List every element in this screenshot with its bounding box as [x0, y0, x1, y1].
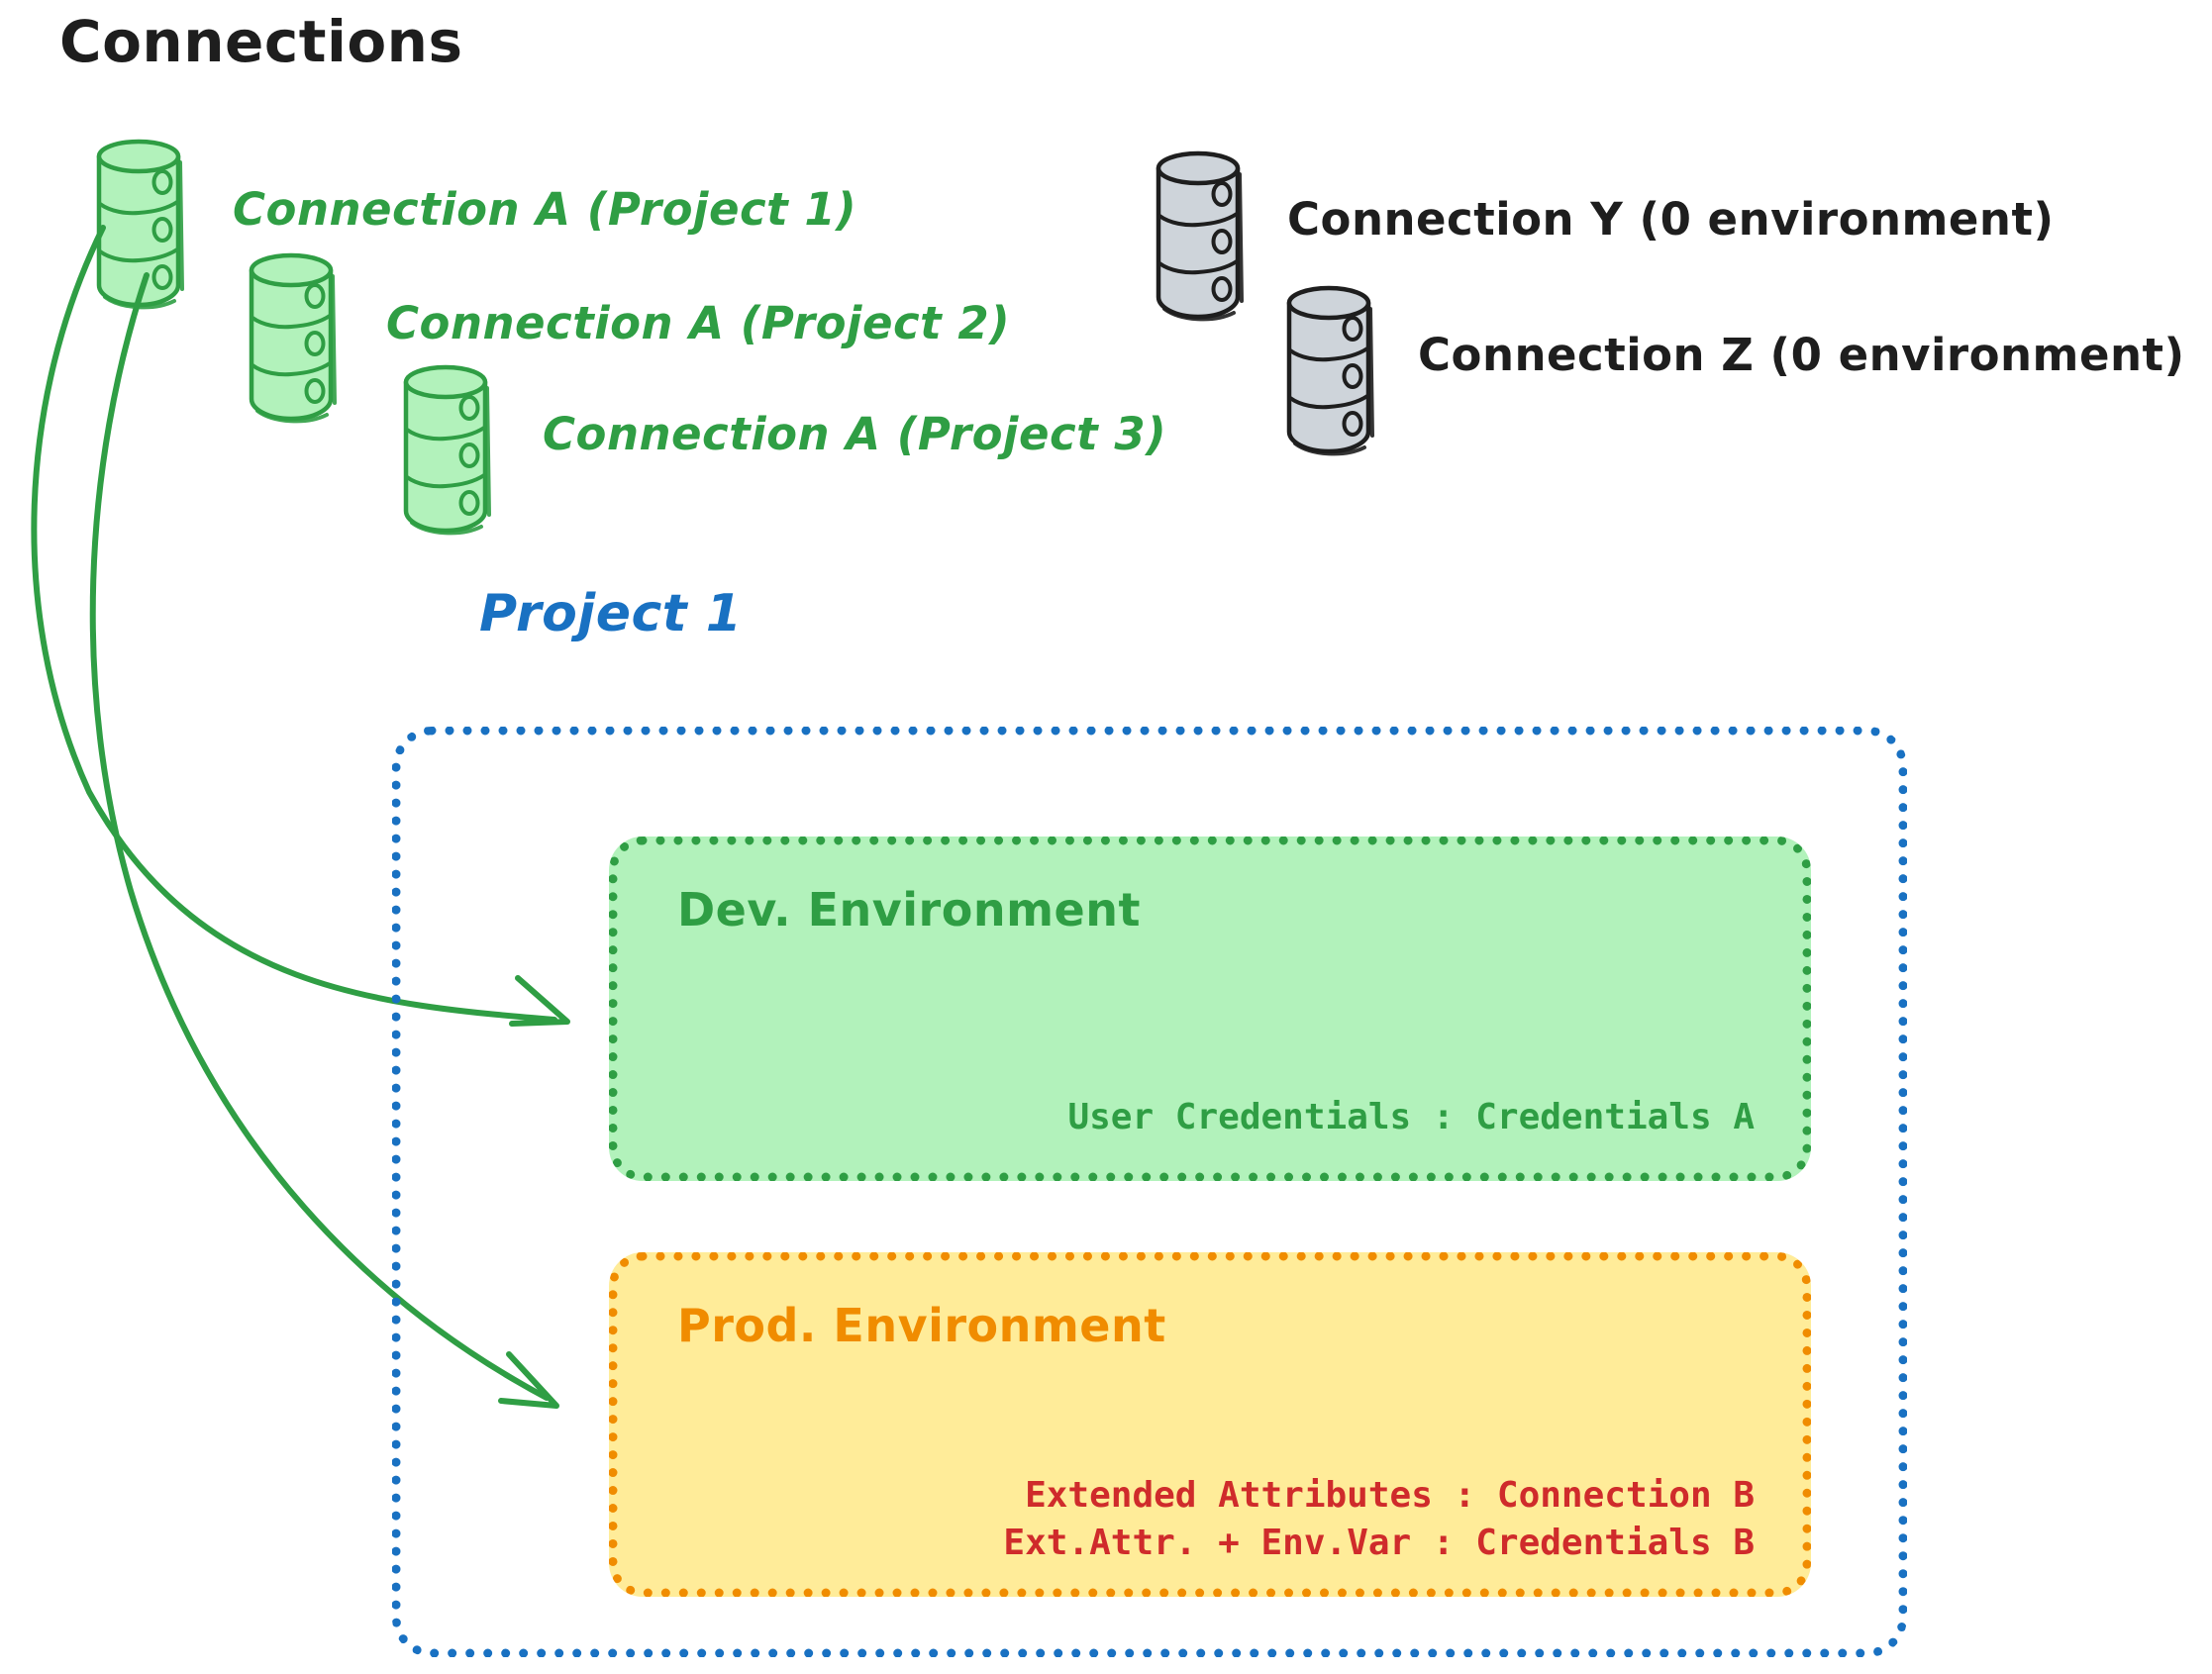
connection-label-y: Connection Y (0 environment): [1287, 193, 2055, 246]
dev-environment-details: User Credentials : Credentials A: [1067, 1094, 1755, 1142]
prod-detail-line-1: Extended Attributes : Connection B: [1025, 1474, 1755, 1516]
prod-environment-details: Extended Attributes : Connection B Ext.A…: [1003, 1472, 1755, 1568]
dev-environment-box: Dev. Environment User Credentials : Cred…: [609, 837, 1811, 1181]
prod-environment-title: Prod. Environment: [677, 1299, 1166, 1352]
project-title: Project 1: [479, 584, 743, 643]
page-title: Connections: [59, 8, 463, 75]
dev-detail-line: User Credentials : Credentials A: [1067, 1097, 1755, 1138]
project-1-container: Dev. Environment User Credentials : Cred…: [392, 727, 1907, 1657]
database-icon-connection-a-project-1: [99, 142, 182, 307]
prod-detail-line-2: Ext.Attr. + Env.Var : Credentials B: [1003, 1523, 1755, 1564]
connection-label-a-project-2: Connection A (Project 2): [386, 297, 1011, 349]
connection-label-z: Connection Z (0 environment): [1418, 329, 2185, 381]
database-icon-connection-a-project-2: [251, 255, 335, 421]
prod-environment-box: Prod. Environment Extended Attributes : …: [609, 1252, 1811, 1597]
connection-label-a-project-1: Connection A (Project 1): [233, 183, 857, 236]
database-icon-connection-y: [1158, 153, 1242, 319]
database-icon-connection-a-project-3: [406, 367, 489, 533]
dev-environment-title: Dev. Environment: [677, 883, 1141, 936]
database-icon-connection-z: [1289, 288, 1372, 453]
connection-label-a-project-3: Connection A (Project 3): [543, 408, 1167, 460]
